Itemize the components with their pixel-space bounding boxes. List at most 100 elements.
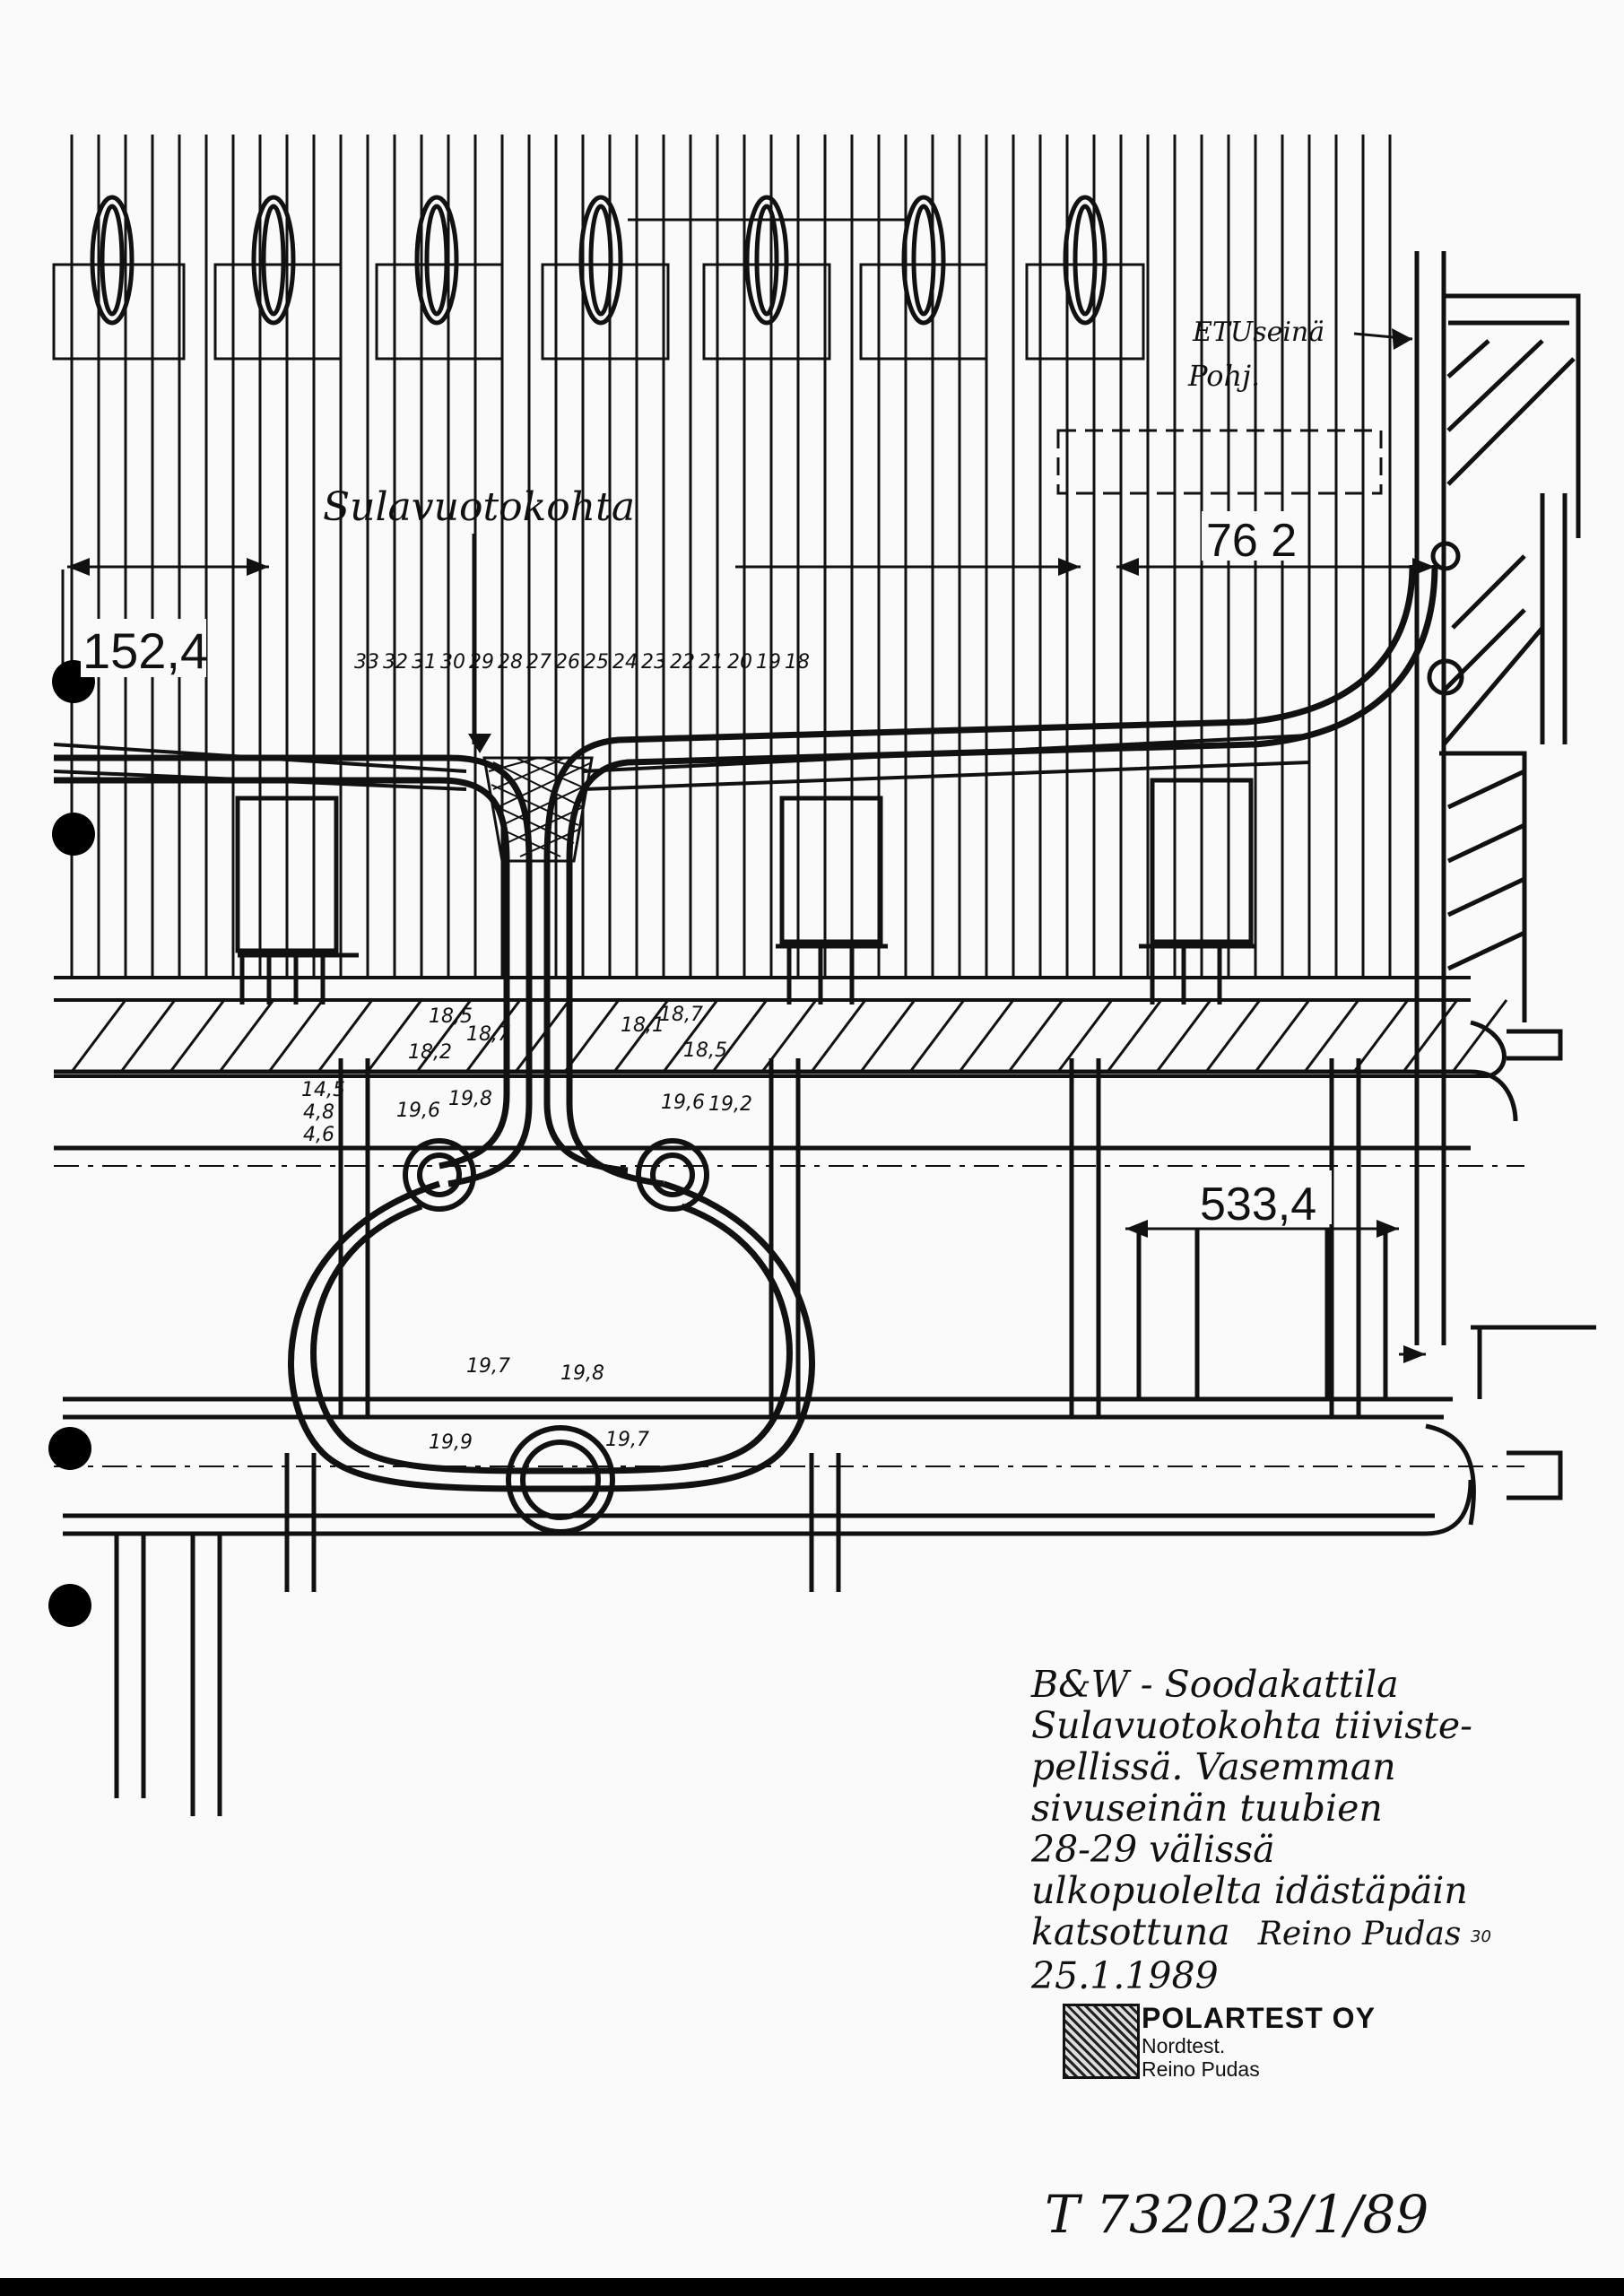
hatch-line	[317, 999, 374, 1073]
reading-left-upper-3: 18,2	[408, 1041, 452, 1064]
binder-hole	[48, 1584, 91, 1627]
hatch-line	[1303, 999, 1360, 1073]
note-line: ulkopuolelta idästäpäin	[1031, 1869, 1468, 1912]
hatch-line	[958, 999, 1015, 1073]
hatch-line	[1402, 999, 1459, 1073]
note-line: B&W - Soodakattila	[1031, 1663, 1399, 1706]
tube-number: 18	[785, 651, 810, 674]
hatch-line	[1204, 999, 1262, 1073]
tube-number: 24	[612, 651, 638, 674]
hatch-line	[465, 999, 522, 1073]
leak-area-hatch	[482, 756, 594, 863]
company-logo-icon	[1063, 2004, 1140, 2079]
hatch-line	[1056, 999, 1114, 1073]
hatch-line	[1155, 999, 1212, 1073]
hatch-line	[859, 999, 916, 1073]
reading-right-upper-2: 18,7	[659, 1004, 703, 1026]
wall-hatching	[70, 999, 1508, 1073]
hatch-line	[563, 999, 621, 1073]
hatch-line	[218, 999, 275, 1073]
hatch-line	[1451, 999, 1508, 1073]
tube-number: 25	[584, 651, 609, 674]
hatch-line	[662, 999, 719, 1073]
note-line: katsottuna Reino Pudas	[1031, 1911, 1533, 1955]
tube-number: 31	[412, 651, 437, 674]
tube-number: 28	[498, 651, 523, 674]
stamp-line-2: Reino Pudas	[1142, 2057, 1260, 2081]
reading-right-collar-2: 19,2	[708, 1093, 752, 1116]
thickness-readings: 18,5 18,7 18,2 18,1 18,7 18,5 14,5 4,8 4…	[301, 1004, 752, 1454]
hatch-line	[1352, 999, 1410, 1073]
reading-left-upper-2: 18,7	[466, 1023, 510, 1046]
front-wall	[1414, 251, 1581, 1345]
tube-number: 26	[555, 651, 580, 674]
tube-number: 22	[670, 651, 695, 674]
tube-number: 29	[469, 651, 494, 674]
hatch-line	[70, 999, 127, 1073]
note-line: Sulavuotokohta tiiviste-	[1031, 1704, 1472, 1747]
membrane-wall-tubes	[70, 135, 1392, 978]
tube-number: 33	[354, 651, 379, 674]
hatch-line	[810, 999, 867, 1073]
reading-left-collar-1: 19,8	[448, 1088, 492, 1110]
hatch-line	[415, 999, 473, 1073]
hatch-line	[1106, 999, 1163, 1073]
tube-number: 30	[440, 651, 465, 674]
hatch-line	[612, 999, 670, 1073]
note-line-end: katsottuna	[1031, 1910, 1230, 1953]
stamp-line-1: Nordtest.	[1142, 2034, 1226, 2057]
note-line: 28-29 välissä	[1031, 1828, 1275, 1871]
binder-hole	[52, 813, 95, 856]
reading-lower-side-1: 19,9	[429, 1431, 473, 1454]
reading-right-collar-1: 19,6	[661, 1091, 705, 1114]
company-stamp: POLARTEST OY Nordtest. Reino Pudas	[1063, 2002, 1457, 2083]
leak-location-label: Sulavuotokohta	[323, 484, 635, 530]
reading-left-upper-1: 18,5	[429, 1005, 473, 1028]
reading-lower-side-2: 19,7	[605, 1429, 649, 1451]
tube-number: 27	[526, 651, 551, 674]
binder-hole	[48, 1427, 91, 1470]
handwritten-note: B&W - Soodakattila Sulavuotokohta tiivis…	[1031, 1664, 1533, 1996]
stamp-company-name: POLARTEST OY	[1142, 2002, 1376, 2034]
note-line: pellissä. Vasemman	[1031, 1745, 1396, 1788]
tube-collars	[403, 1138, 709, 1535]
hatch-line	[169, 999, 226, 1073]
hatch-line	[514, 999, 571, 1073]
correction-mark: 30	[1471, 1927, 1491, 1946]
hatch-line	[908, 999, 966, 1073]
vertical-stub-tubes	[114, 1058, 1361, 1816]
dimension-right-width: 76 2	[1206, 515, 1297, 567]
header-pipes	[54, 1020, 1596, 1536]
document-number: T 732023/1/89	[1045, 2184, 1429, 2245]
front-wall-label: ETUseinä	[1192, 317, 1324, 348]
hatch-line	[119, 999, 177, 1073]
hatch-line	[1007, 999, 1064, 1073]
bottom-label: Pohj.	[1187, 359, 1260, 393]
reading-lower-top-2: 19,8	[560, 1362, 604, 1385]
reading-right-upper-1: 18,1	[621, 1014, 664, 1037]
reading-left-collar-2: 19,6	[396, 1100, 440, 1122]
dimension-left-width: 152,4	[83, 622, 208, 679]
dimension-header-spacing: 533,4	[1200, 1178, 1316, 1231]
hatch-line	[366, 999, 423, 1073]
note-line: sivuseinän tuubien	[1031, 1787, 1383, 1830]
tube-number: 23	[641, 651, 666, 674]
reading-left-stack-1: 14,5	[301, 1079, 345, 1101]
dimension-arrows	[67, 558, 1435, 1363]
tube-number: 19	[756, 651, 781, 674]
hatch-line	[1254, 999, 1311, 1073]
hatch-line	[711, 999, 769, 1073]
tube-number: 20	[727, 651, 752, 674]
reading-left-stack-2: 4,8	[303, 1101, 334, 1124]
reading-right-upper-3: 18,5	[683, 1039, 727, 1062]
note-date: 25.1.1989	[1031, 1954, 1219, 1997]
hatch-line	[267, 999, 325, 1073]
tube-number: 21	[699, 651, 724, 674]
signature: Reino Pudas	[1257, 1916, 1462, 1952]
air-port-openings	[90, 195, 1107, 326]
reading-lower-top-1: 19,7	[466, 1355, 510, 1378]
reading-left-stack-3: 4,6	[303, 1124, 334, 1146]
